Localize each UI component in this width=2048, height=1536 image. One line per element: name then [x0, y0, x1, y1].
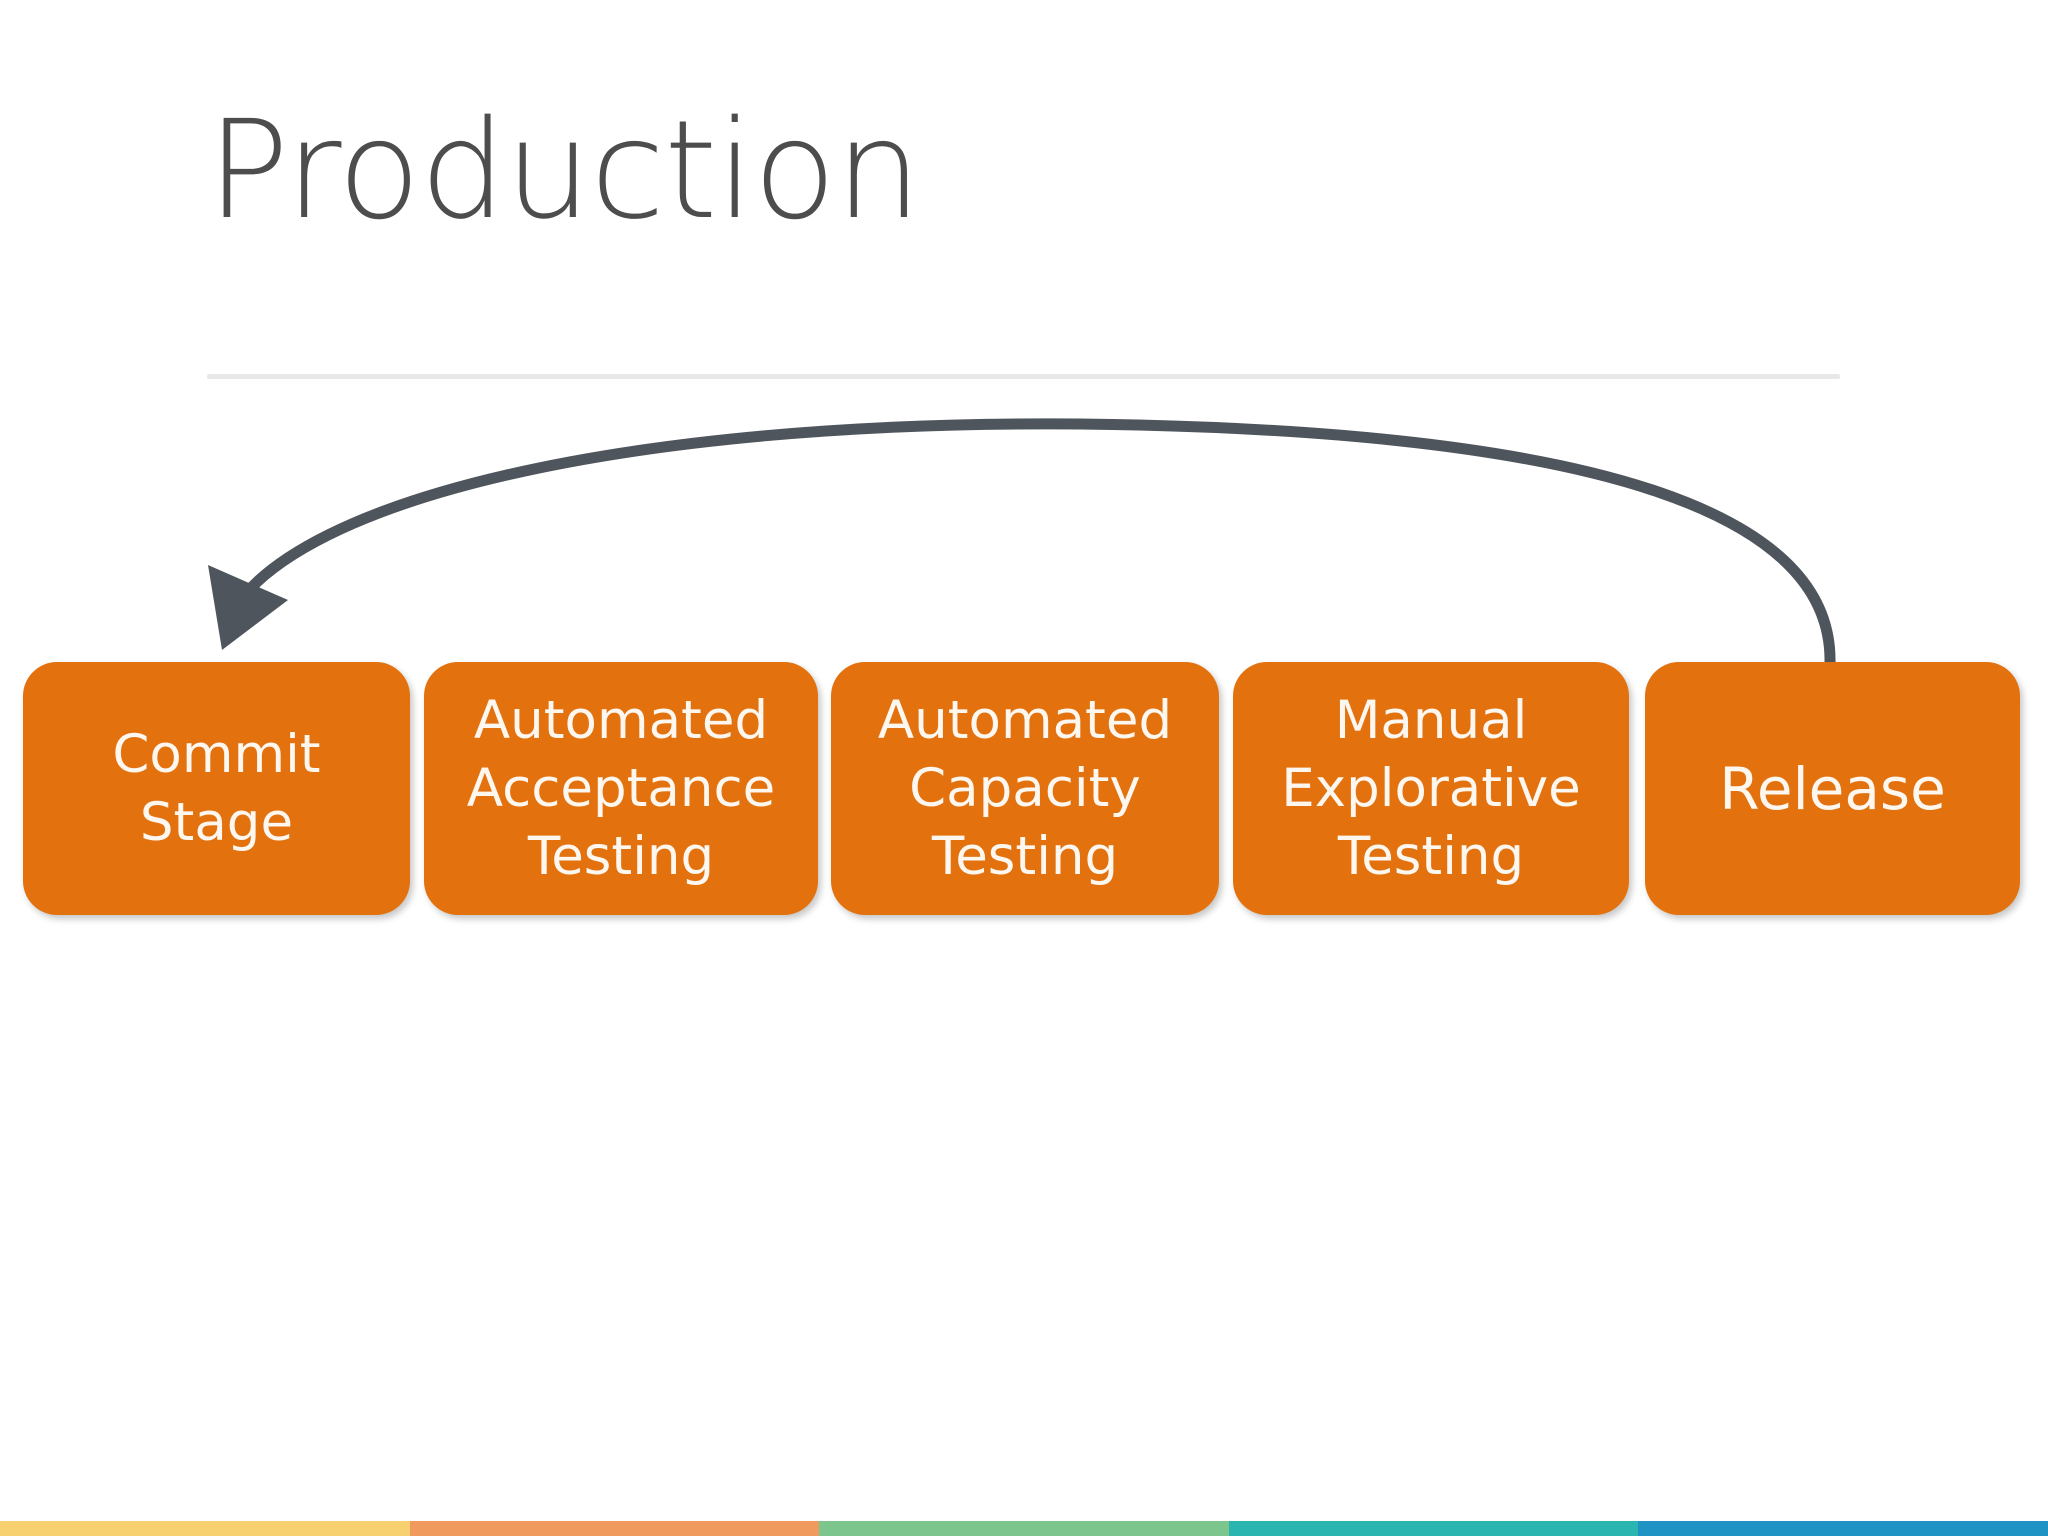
footer-segment-teal	[1228, 1521, 1639, 1536]
footer-segment-orange	[409, 1521, 820, 1536]
stage-label: Automated Capacity Testing	[877, 689, 1173, 887]
stage-box-automated-capacity-testing[interactable]: Automated Capacity Testing	[831, 662, 1219, 915]
stage-label: Automated Acceptance Testing	[466, 689, 776, 887]
footer-segment-green	[819, 1521, 1229, 1536]
stage-label: Release	[1719, 754, 1946, 823]
page-title: Production	[207, 92, 922, 250]
stage-box-automated-acceptance-testing[interactable]: Automated Acceptance Testing	[424, 662, 818, 915]
stage-box-manual-explorative-testing[interactable]: Manual Explorative Testing	[1233, 662, 1629, 915]
title-divider	[207, 374, 1840, 379]
stage-label: Manual Explorative Testing	[1281, 689, 1581, 887]
footer-segment-yellow	[0, 1521, 410, 1536]
stage-box-release[interactable]: Release	[1645, 662, 2020, 915]
stage-box-commit-stage[interactable]: Commit Stage	[23, 662, 410, 915]
footer-segment-blue	[1638, 1521, 2048, 1536]
footer-color-bar	[0, 1521, 2048, 1536]
stage-label: Commit Stage	[112, 723, 321, 853]
